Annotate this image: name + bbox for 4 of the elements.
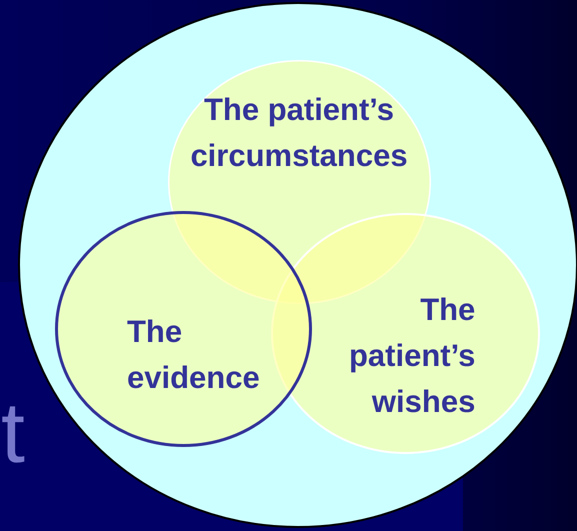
circle-label: The patient’s wishes (349, 291, 476, 421)
circle-label: The patient’s circumstances (190, 91, 408, 175)
title-fragment: t (1, 384, 25, 483)
circle-label: The evidence (127, 313, 260, 397)
